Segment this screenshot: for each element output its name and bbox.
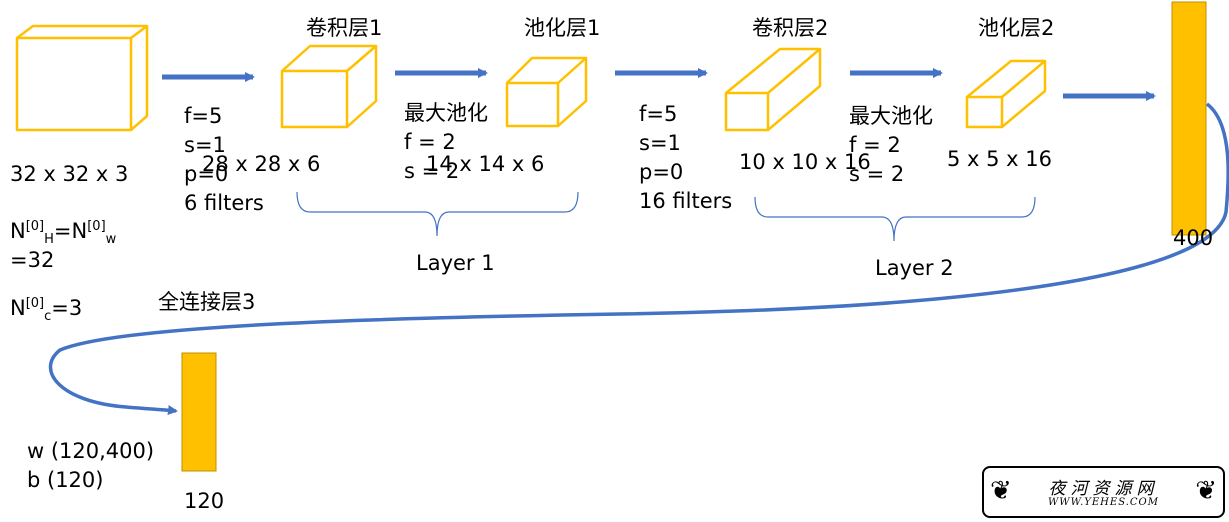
input-volume: [15, 24, 149, 132]
layer1-brace: [296, 191, 579, 237]
conv2-param: p=0: [639, 160, 684, 184]
conv2-param: s=1: [639, 131, 681, 155]
watermark-title: 夜河资源网: [1048, 479, 1159, 499]
input-n-hw: N[0]H=N[0]w: [10, 219, 117, 248]
conv2-volume: [724, 47, 822, 132]
conv1-param: f=5: [184, 104, 223, 128]
conv1-params: f=5 s=1 p=0 6 filters: [184, 102, 264, 218]
fc3-bar: [181, 352, 217, 472]
pool2-param: s = 2: [849, 162, 905, 186]
layer1-label: Layer 1: [416, 251, 495, 275]
pool1-output: 14 x 14 x 6: [426, 152, 545, 176]
pool1-volume: [505, 56, 588, 128]
watermark-ornament-right: ❦: [1195, 476, 1217, 506]
pool2-volume: [965, 59, 1047, 129]
conv2-params: f=5 s=1 p=0 16 filters: [639, 100, 732, 216]
arrow-flatten-to-fc3: [48, 102, 1229, 415]
conv2-output: 10 x 10 x 16: [739, 150, 871, 174]
pool2-output: 5 x 5 x 16: [947, 147, 1052, 171]
conv1-param: 6 filters: [184, 191, 264, 215]
pool1-params: 最大池化 f = 2 s = 2: [404, 99, 488, 186]
conv2-param: 16 filters: [639, 189, 733, 213]
conv1-volume: [280, 44, 378, 129]
input-dims: 32 x 32 x 3: [10, 162, 129, 186]
pool2-params: 最大池化 f = 2 s = 2: [849, 102, 933, 189]
watermark-ornament-left: ❦: [990, 476, 1012, 506]
pool1-title: 池化层1: [524, 16, 601, 40]
pool2-param: 最大池化: [849, 104, 933, 128]
watermark-url: WWW.YEHES.COM: [1048, 497, 1159, 508]
pool1-param: 最大池化: [404, 101, 488, 125]
conv2-param: f=5: [639, 102, 678, 126]
flatten-size: 400: [1173, 226, 1214, 250]
layer2-label: Layer 2: [875, 256, 954, 280]
pool2-param: f = 2: [849, 133, 901, 157]
input-n-c: N[0]c=3: [10, 296, 83, 325]
conv2-title: 卷积层2: [752, 16, 829, 40]
layer2-brace: [754, 196, 1036, 242]
conv1-output: 28 x 28 x 6: [202, 152, 321, 176]
fc3-param: b (120): [27, 468, 104, 492]
conv1-title: 卷积层1: [306, 16, 383, 40]
fc3-size: 120: [184, 489, 225, 513]
fc3-params: w (120,400) b (120): [27, 437, 154, 495]
flatten-bar: [1171, 1, 1207, 236]
conv1-param: s=1: [184, 133, 226, 157]
pool1-param: f = 2: [404, 130, 456, 154]
pool2-title: 池化层2: [978, 16, 1055, 40]
conv1-param: p=0: [184, 162, 229, 186]
watermark-logo: ❦ 夜河资源网 WWW.YEHES.COM ❦: [982, 466, 1225, 518]
fc3-title: 全连接层3: [158, 290, 256, 314]
input-n-hw-value: =32: [10, 248, 55, 272]
pool1-param: s = 2: [404, 159, 460, 183]
fc3-param: w (120,400): [27, 439, 155, 463]
